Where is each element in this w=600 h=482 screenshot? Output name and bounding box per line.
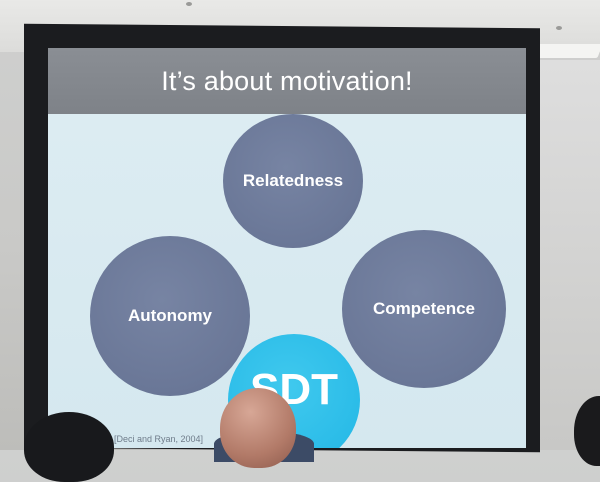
slide-title: It’s about motivation!	[161, 65, 413, 96]
autonomy-label: Autonomy	[127, 306, 213, 325]
audience-head-left	[24, 412, 114, 482]
competence-label: Competence	[372, 299, 476, 318]
ceiling-sprinkler	[556, 26, 562, 30]
relatedness-label: Relatedness	[242, 171, 344, 190]
autonomy-circle: Autonomy	[90, 236, 250, 396]
right-wall	[538, 60, 600, 450]
competence-circle: Competence	[342, 230, 506, 388]
relatedness-circle: Relatedness	[223, 114, 363, 248]
slide-title-bar: It’s about motivation!	[48, 48, 526, 114]
projected-slide: It’s about motivation! Relatedness Auton…	[48, 48, 526, 448]
ceiling-sprinkler	[186, 2, 192, 6]
audience-head-bald	[220, 388, 296, 468]
citation: [Deci and Ryan, 2004]	[114, 434, 204, 444]
